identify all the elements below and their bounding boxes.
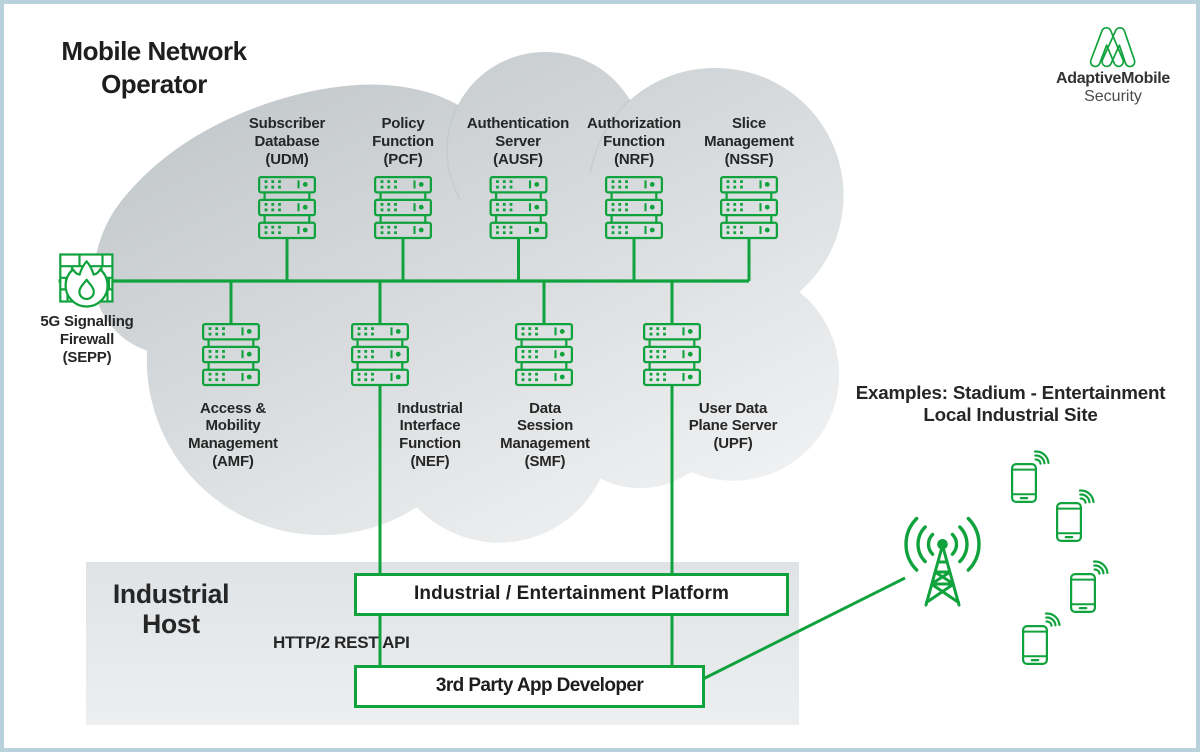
connector-lines <box>58 239 906 700</box>
logo-subtitle: Security <box>1084 88 1142 105</box>
api-label: HTTP/2 REST API <box>273 632 410 652</box>
cloud-shape <box>92 51 844 543</box>
developer-box: 3rd Party App Developer <box>354 664 705 708</box>
radio-waves-icon <box>904 516 981 572</box>
developer-box-label: 3rd Party App Developer <box>435 675 644 696</box>
page-title: Mobile Network Operator <box>61 35 247 100</box>
logo-brand: AdaptiveMobile <box>1055 70 1171 87</box>
adaptivemobile-logo-icon <box>1089 26 1136 68</box>
label-amf: Access & Mobility Management (AMF) <box>188 399 278 470</box>
developer-tower-line <box>699 576 906 682</box>
label-pcf: Policy Function (PCF) <box>372 115 434 168</box>
label-smf: Data Session Management (SMF) <box>500 399 590 470</box>
flame-circle-icon <box>64 260 109 308</box>
label-sepp: 5G Signalling Firewall (SEPP) <box>40 313 134 366</box>
examples-note: Examples: Stadium - Entertainment Local … <box>855 382 1166 425</box>
logo-text: AdaptiveMobile Security <box>1043 70 1183 105</box>
cloud-seams <box>446 99 631 200</box>
label-nssf: Slice Management (NSSF) <box>704 115 794 168</box>
firewall-brick-flame-icon <box>59 253 114 308</box>
label-nef: Industrial Interface Function (NEF) <box>397 399 463 470</box>
label-upf: User Data Plane Server (UPF) <box>688 399 778 453</box>
label-udm: Subscriber Database (UDM) <box>248 115 326 168</box>
platform-box-label: Industrial / Entertainment Platform <box>414 583 729 604</box>
cell-tower-icon <box>904 516 981 607</box>
platform-box: Industrial / Entertainment Platform <box>354 572 789 616</box>
label-ausf: Authentication Server (AUSF) <box>466 115 570 168</box>
label-nrf: Authorization Function (NRF) <box>586 115 682 168</box>
industrial-host-title: Industrial Host <box>112 578 230 639</box>
